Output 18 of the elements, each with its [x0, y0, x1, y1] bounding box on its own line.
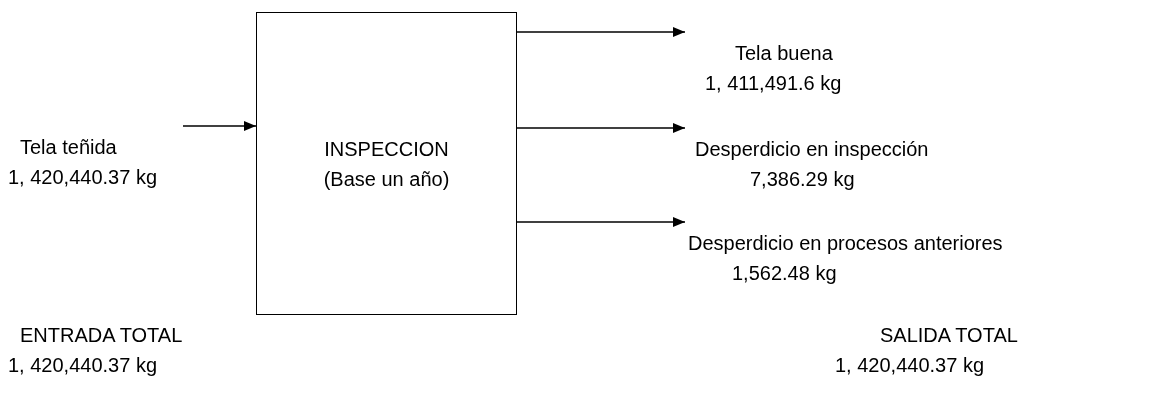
total-label: SALIDA TOTAL: [880, 323, 1018, 348]
arrow: [516, 217, 686, 227]
flow-label: 1,562.48 kg: [732, 261, 837, 286]
arrow: [516, 123, 686, 133]
box-label: INSPECCION (Base un año): [322, 136, 451, 192]
flow-label: 1, 420,440.37 kg: [8, 165, 157, 190]
arrow: [516, 27, 686, 37]
flow-label: 7,386.29 kg: [750, 167, 855, 192]
total-label: 1, 420,440.37 kg: [8, 353, 157, 378]
process-box: [256, 12, 517, 315]
flow-label: Desperdicio en procesos anteriores: [688, 231, 1003, 256]
total-label: 1, 420,440.37 kg: [835, 353, 984, 378]
flow-label: 1, 411,491.6 kg: [705, 71, 842, 96]
flow-label: Tela teñida: [20, 135, 117, 160]
total-label: ENTRADA TOTAL: [20, 323, 183, 348]
flow-label: Tela buena: [735, 41, 833, 66]
arrow: [182, 121, 257, 131]
flow-label: Desperdicio en inspección: [695, 137, 929, 162]
